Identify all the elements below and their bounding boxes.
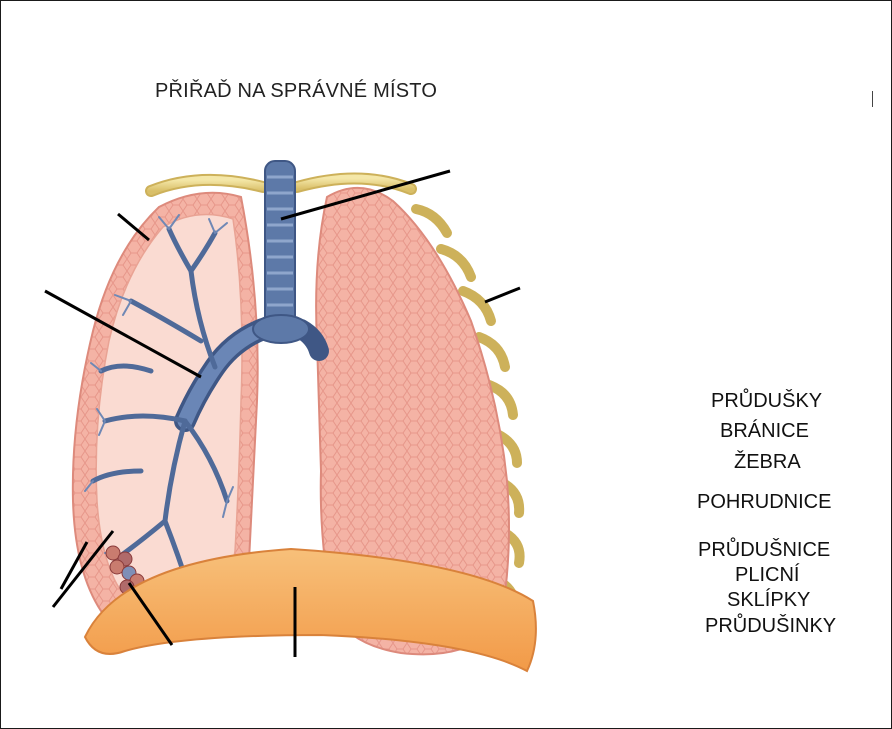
rib (416, 209, 447, 233)
word-bank-item-ribs[interactable]: ŽEBRA (732, 451, 803, 474)
word-bank-item-trachea[interactable]: PRŮDUŠNICE (696, 539, 832, 562)
word-bank-item-alveoli[interactable]: SKLÍPKY (725, 589, 812, 612)
word-bank-item-pleura[interactable]: POHRUDNICE (695, 491, 833, 514)
word-bank-item-bronchioles[interactable]: PRŮDUŠINKY (703, 615, 838, 638)
word-bank-item-diaphragm[interactable]: BRÁNICE (718, 420, 811, 443)
word-bank-item-pulmonary[interactable]: PLICNÍ (733, 564, 801, 587)
trachea-carina (253, 315, 309, 343)
pointer-line-ribs (485, 288, 520, 302)
word-bank-item-bronchi[interactable]: PRŮDUŠKY (709, 390, 824, 413)
